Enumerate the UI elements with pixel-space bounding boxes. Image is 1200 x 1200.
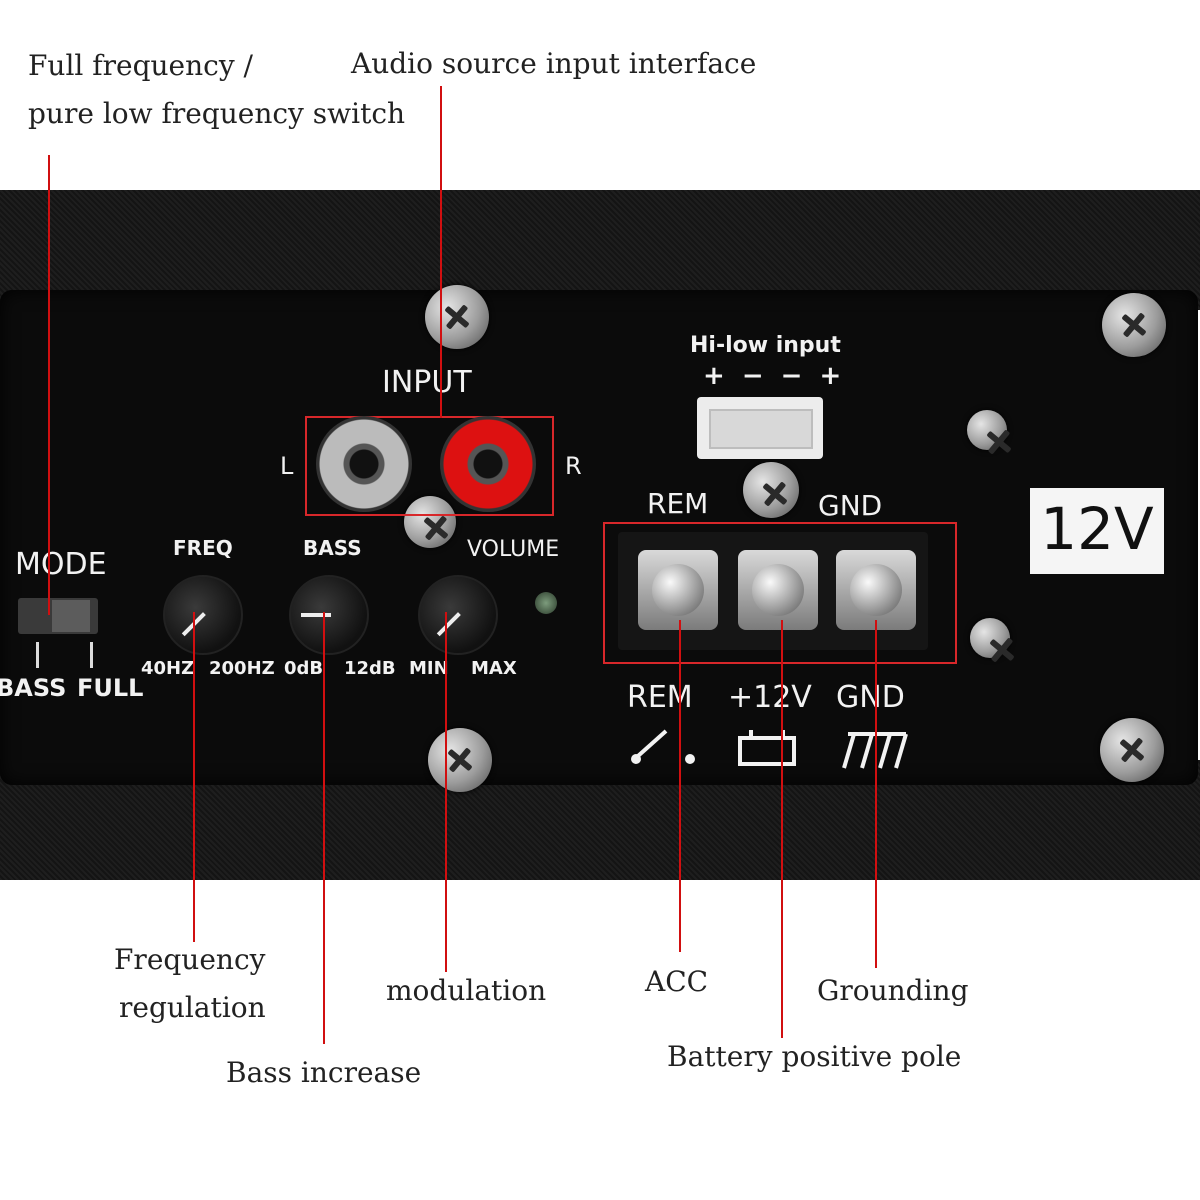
freq-min-label: 40HZ — [141, 658, 195, 679]
gnd-top-label: GND — [818, 489, 883, 522]
switch-symbol-icon — [631, 729, 695, 764]
mode-bass-label: BASS — [0, 674, 67, 702]
callout-acc: ACC — [645, 965, 709, 998]
left-channel-label: L — [280, 452, 294, 480]
callout-modulation: modulation — [386, 974, 547, 1007]
input-highlight-box — [305, 416, 554, 516]
rem-terminal[interactable] — [638, 550, 718, 630]
terminal-highlight-box — [603, 522, 957, 664]
callout-audio-input: Audio source input interface — [351, 47, 757, 80]
callout-mode-switch-line1: Full frequency / — [28, 49, 253, 82]
mode-slide-switch[interactable] — [18, 598, 98, 634]
volume-label: VOLUME — [467, 537, 560, 562]
freq-knob[interactable] — [163, 575, 243, 655]
freq-label: FREQ — [173, 536, 233, 560]
hi-low-input-label: Hi-low input — [690, 333, 841, 358]
panel-screw — [1100, 718, 1164, 782]
callout-freq-line2: regulation — [119, 991, 266, 1024]
lead-line-battery — [781, 620, 783, 1038]
bass-min-label: 0dB — [284, 658, 324, 679]
lead-line-acc — [679, 620, 681, 952]
callout-bass: Bass increase — [226, 1056, 422, 1089]
power-indicator-led — [535, 592, 557, 614]
plus12v-bottom-label: +12V — [728, 680, 812, 715]
bass-max-label: 12dB — [344, 658, 396, 679]
panel-screw — [425, 285, 489, 349]
callout-battery: Battery positive pole — [667, 1040, 962, 1073]
volume-max-label: MAX — [471, 658, 517, 679]
plus12v-terminal[interactable] — [738, 550, 818, 630]
hi-low-input-connector[interactable] — [697, 397, 823, 459]
lead-line-input — [440, 86, 442, 418]
bass-label: BASS — [303, 536, 362, 560]
panel-screw — [970, 618, 1010, 658]
callout-freq-line1: Frequency — [114, 943, 266, 976]
volume-knob[interactable] — [418, 575, 498, 655]
voltage-sticker: 12V — [1030, 488, 1164, 574]
callout-mode-switch-line2: pure low frequency switch — [28, 97, 406, 130]
battery-symbol-icon — [738, 730, 796, 766]
panel-screw — [428, 728, 492, 792]
volume-min-label: MIN — [409, 658, 449, 679]
lead-line-mode — [48, 155, 50, 615]
lead-line-freq — [193, 612, 195, 942]
rca-left-jack[interactable] — [316, 416, 412, 512]
callout-grounding: Grounding — [817, 974, 969, 1007]
mode-tick — [90, 642, 93, 668]
ground-symbol-icon — [842, 732, 908, 769]
freq-max-label: 200HZ — [209, 658, 275, 679]
mode-full-label: FULL — [77, 674, 144, 702]
gnd-bottom-label: GND — [836, 680, 905, 715]
control-panel — [0, 290, 1198, 785]
panel-screw — [743, 462, 799, 518]
panel-screw — [404, 496, 456, 548]
lead-line-ground — [875, 620, 877, 968]
rem-bottom-label: REM — [627, 680, 693, 715]
hi-low-polarity-label: + − − + — [703, 361, 846, 391]
panel-screw — [967, 410, 1007, 450]
rca-right-jack[interactable] — [440, 416, 536, 512]
panel-screw — [1102, 293, 1166, 357]
mode-label: MODE — [15, 547, 107, 582]
lead-line-bass — [323, 612, 325, 1044]
input-label: INPUT — [382, 365, 472, 400]
gnd-terminal[interactable] — [836, 550, 916, 630]
rem-top-label: REM — [647, 487, 709, 520]
bass-knob[interactable] — [289, 575, 369, 655]
mode-tick — [36, 642, 39, 668]
right-channel-label: R — [565, 452, 582, 480]
lead-line-volume — [445, 612, 447, 972]
